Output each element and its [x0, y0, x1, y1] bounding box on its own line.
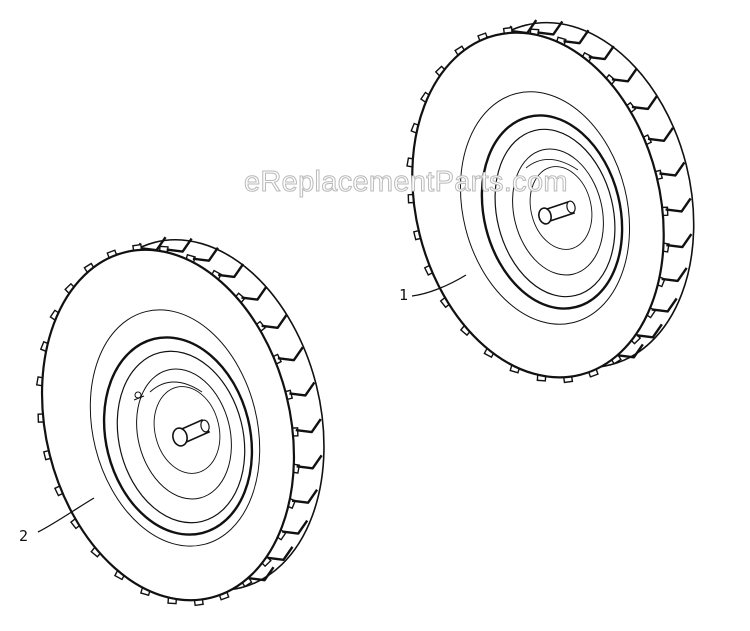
tread-groove — [282, 519, 309, 535]
tread-groove — [166, 237, 193, 253]
callout-2-label: 2 — [19, 527, 28, 545]
tread-groove — [277, 346, 304, 362]
tread-groove — [563, 29, 590, 45]
tread-groove — [289, 381, 316, 397]
tread-groove — [631, 95, 658, 111]
tread-groove — [537, 20, 564, 36]
tread-groove — [291, 488, 319, 504]
wheel-2-hub — [172, 418, 211, 447]
tread-groove — [611, 67, 638, 83]
wheel-1[interactable] — [377, 0, 728, 404]
watermark: eReplacementParts.com — [244, 166, 568, 198]
tread-groove — [666, 233, 693, 249]
tread-groove — [248, 566, 275, 582]
wheel-2[interactable] — [7, 213, 360, 627]
tread-groove — [267, 546, 294, 562]
tread-groove — [617, 343, 644, 359]
leader-line-2 — [37, 497, 95, 533]
tread-groove — [295, 418, 322, 434]
tread-groove — [192, 246, 219, 262]
callout-2[interactable]: 2 — [19, 497, 95, 545]
callout-1[interactable]: 1 — [399, 274, 467, 304]
tread-groove — [659, 161, 686, 177]
tread-groove — [588, 45, 615, 61]
wheel-1-hub — [538, 200, 576, 225]
tread-groove — [651, 297, 678, 313]
tread-groove — [241, 285, 268, 301]
tread-groove — [661, 267, 688, 283]
tread-groove — [665, 197, 692, 213]
tread-groove — [647, 127, 674, 143]
tread-groove — [636, 323, 663, 339]
callout-1-label: 1 — [399, 286, 408, 304]
tread-groove — [261, 314, 288, 329]
leader-line-1 — [411, 274, 467, 297]
tread-groove — [218, 263, 245, 279]
tread-groove — [296, 454, 323, 470]
